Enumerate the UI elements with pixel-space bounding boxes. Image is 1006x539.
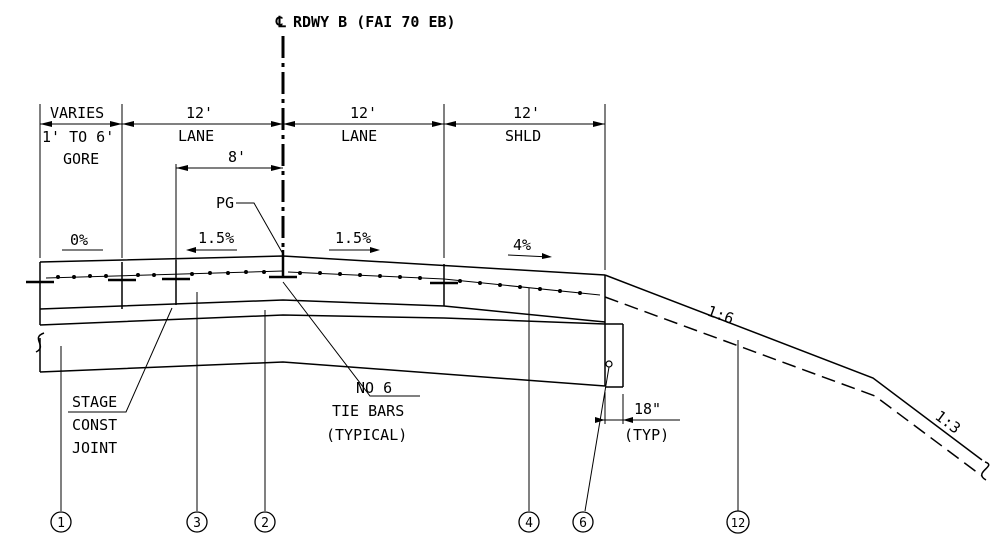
gore-dim-top: VARIES xyxy=(50,104,104,122)
lane-right-slope-arrow xyxy=(329,247,380,253)
edge-offset-dim: 18" xyxy=(634,400,661,418)
gore-dim-mid: 1' TO 6' xyxy=(42,128,114,146)
tie-bar-label-3: (TYPICAL) xyxy=(326,426,407,444)
svg-text:4: 4 xyxy=(525,516,533,531)
main-dimension-line xyxy=(40,121,605,127)
tie-bar-label-2: TIE BARS xyxy=(332,402,404,420)
subgrade-dashed-line xyxy=(604,296,983,477)
callout-4: 4 xyxy=(518,511,540,533)
svg-text:12: 12 xyxy=(731,516,745,530)
svg-text:1: 1 xyxy=(57,516,65,531)
break-line-right xyxy=(981,461,990,481)
callout-6: 6 xyxy=(572,511,594,533)
shoulder-dim: 12' xyxy=(513,104,540,122)
callout-2: 2 xyxy=(254,511,276,533)
svg-text:6: 6 xyxy=(579,516,587,531)
callout-3: 3 xyxy=(186,511,208,533)
shoulder-slope-arrow xyxy=(507,253,552,259)
gore-slope: 0% xyxy=(70,231,88,249)
pavement-section xyxy=(35,255,624,388)
lane-left-dim: 12' xyxy=(186,104,213,122)
reinforcement-dots xyxy=(45,270,601,296)
stage-joint-label-2: CONST xyxy=(72,416,117,434)
stage-joint-label-1: STAGE xyxy=(72,393,117,411)
svg-text:3: 3 xyxy=(193,516,201,531)
pg-leader xyxy=(236,202,284,255)
offset-dimension-line xyxy=(176,165,283,171)
lane-right-dim: 12' xyxy=(350,104,377,122)
roadway-title: RDWY B (FAI 70 EB) xyxy=(293,13,456,31)
edge-offset-dimension xyxy=(595,392,680,424)
lane-left-label: LANE xyxy=(178,127,214,145)
stage-joint-label-3: JOINT xyxy=(72,439,117,457)
callout-1: 1 xyxy=(50,511,72,533)
callout-12: 12 xyxy=(726,510,750,534)
foreslope-ratio: 1:6 xyxy=(705,302,737,328)
foreslope-line xyxy=(604,274,983,461)
lane-left-slope-arrow xyxy=(186,247,237,253)
pg-label: PG xyxy=(216,194,234,212)
dimension-extension-lines xyxy=(39,104,606,270)
stage-joint-leader xyxy=(68,307,173,413)
edge-offset-typ: (TYP) xyxy=(624,426,669,444)
backslope-ratio: 1:3 xyxy=(932,407,964,438)
lane-left-slope: 1.5% xyxy=(198,229,234,247)
shoulder-slope: 4% xyxy=(513,236,531,254)
shoulder-label: SHLD xyxy=(505,127,541,145)
tie-bar-label-1: NO 6 xyxy=(356,379,392,397)
centerline-symbol: ℄ xyxy=(275,13,286,31)
callout-leaders xyxy=(60,288,739,512)
offset-dim: 8' xyxy=(228,148,246,166)
lane-right-slope: 1.5% xyxy=(335,229,371,247)
tie-bar-leader xyxy=(282,281,420,397)
tie-bars xyxy=(26,275,458,285)
gore-dim-bottom: GORE xyxy=(63,150,99,168)
lane-right-label: LANE xyxy=(341,127,377,145)
svg-text:2: 2 xyxy=(261,516,269,531)
